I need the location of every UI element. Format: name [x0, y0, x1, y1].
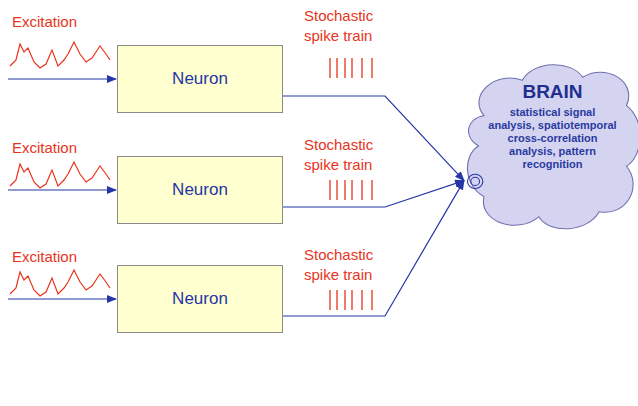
input-arrow: [8, 79, 116, 299]
brain-title: BRAIN: [462, 81, 638, 103]
neuron-box: Neuron: [117, 45, 283, 113]
signal-arrow: [283, 181, 464, 316]
spike-train-label: Stochastic spike train: [304, 6, 388, 46]
neuron-box: Neuron: [117, 156, 283, 224]
brain-cloud: BRAINstatistical signal analysis, spatio…: [462, 55, 638, 237]
spike-train-label: Stochastic spike train: [304, 245, 388, 285]
excitation-label: Excitation: [12, 12, 122, 32]
signal-arrow: [283, 96, 464, 181]
signal-arrow: [283, 181, 464, 207]
neuron-label: Neuron: [172, 289, 228, 309]
excitation-label: Excitation: [12, 247, 122, 267]
neuron-label: Neuron: [172, 69, 228, 89]
brain-description: statistical signal analysis, spatiotempo…: [462, 103, 638, 171]
excitation-label: Excitation: [12, 138, 122, 158]
neuron-label: Neuron: [172, 180, 228, 200]
spike-train-label: Stochastic spike train: [304, 135, 388, 175]
neuron-box: Neuron: [117, 265, 283, 333]
